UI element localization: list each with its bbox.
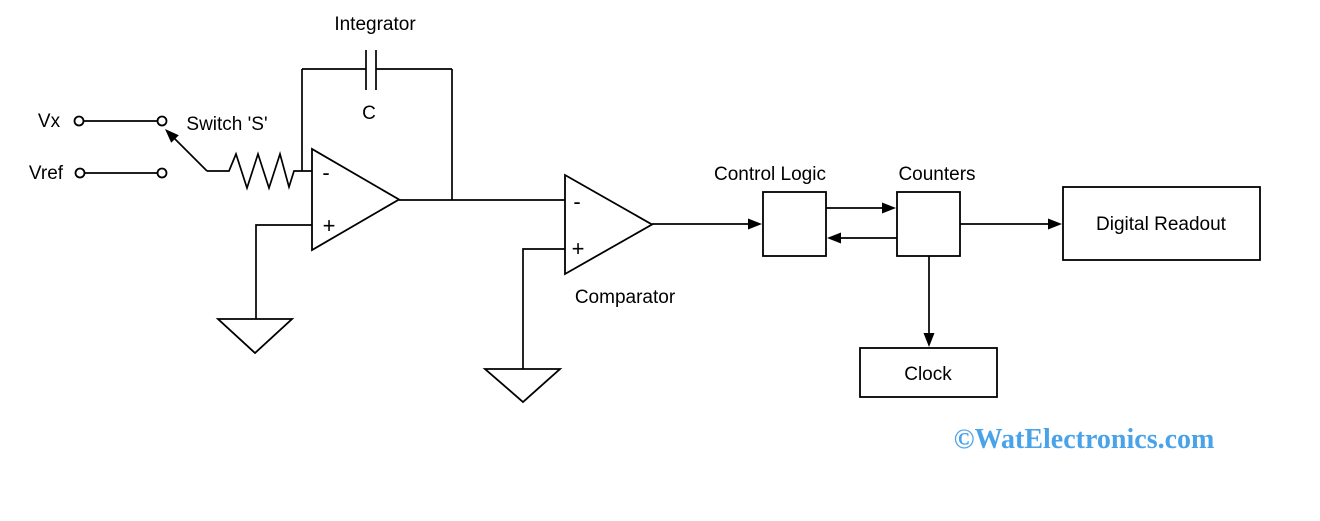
control-logic-block: Control Logic [714, 164, 827, 257]
arrowhead-left-icon [827, 232, 841, 244]
switch-label: Switch 'S' [186, 114, 267, 135]
feedback-capacitor: C [301, 50, 453, 200]
digital-readout-label: Digital Readout [1096, 214, 1227, 235]
arrowhead-right-icon [748, 218, 762, 230]
capacitor-label: C [362, 103, 376, 124]
vref-terminal-left [74, 167, 86, 179]
integrator-label: Integrator [334, 14, 416, 35]
control-logic-label: Control Logic [714, 164, 826, 185]
comparator-to-control-arrow [652, 218, 762, 230]
switch-s: Switch 'S' [165, 114, 268, 172]
counters-to-clock-arrow [923, 256, 935, 347]
vx-label: Vx [38, 111, 61, 132]
clock-label: Clock [904, 364, 952, 385]
switch-arm [173, 137, 208, 172]
counters-label: Counters [898, 164, 975, 185]
comparator-noninverting-wire [522, 248, 565, 369]
comparator-opamp-triangle [564, 173, 654, 276]
digital-readout-block: Digital Readout [1062, 186, 1261, 261]
comparator-ground-icon [482, 368, 563, 404]
comparator: - + Comparator [482, 173, 676, 404]
comparator-inverting-input-label: - [573, 189, 580, 214]
arrowhead-down-icon [923, 333, 935, 347]
vref-input: Vref [29, 163, 168, 184]
arrowhead-right-icon [882, 202, 896, 214]
control-to-counters-arrow [826, 202, 896, 214]
vx-terminal-right [156, 115, 168, 127]
integrator-noninverting-wire [255, 224, 312, 319]
counters-block: Counters [896, 164, 976, 257]
integrator-opamp-triangle [311, 147, 401, 252]
resistor [207, 151, 312, 191]
counters-to-readout-arrow [960, 218, 1062, 230]
vref-label: Vref [29, 163, 64, 184]
clock-box [859, 347, 998, 398]
control-logic-box [762, 191, 827, 257]
switch-arrowhead-icon [165, 129, 179, 143]
integrator-inverting-input-label: - [322, 160, 329, 185]
counters-box [896, 191, 961, 257]
integrator: Integrator C - + [215, 14, 453, 355]
watermark: ©WatElectronics.com [954, 424, 1215, 455]
integrator-noninverting-input-label: + [323, 213, 336, 238]
vx-terminal-left [73, 115, 85, 127]
vref-terminal-right [156, 167, 168, 179]
digital-readout-box [1062, 186, 1261, 261]
comparator-noninverting-input-label: + [572, 236, 585, 261]
integrator-ground-icon [215, 318, 295, 355]
vx-input: Vx [38, 111, 168, 132]
clock-block: Clock [859, 347, 998, 398]
comparator-label: Comparator [575, 287, 676, 308]
counters-to-control-arrow [827, 232, 897, 244]
arrowhead-right-icon [1048, 218, 1062, 230]
